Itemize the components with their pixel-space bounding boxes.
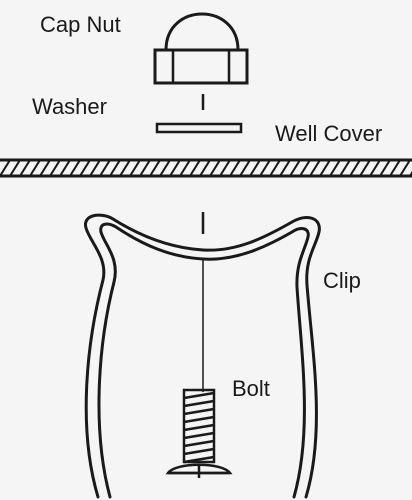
bolt-part — [165, 388, 233, 478]
cap-nut-hex — [153, 48, 249, 85]
clip-label: Clip — [323, 268, 361, 293]
bolt-label: Bolt — [232, 376, 270, 401]
cap-nut-dome — [164, 12, 240, 51]
cap-nut-part — [153, 12, 249, 85]
well-cover-label: Well Cover — [275, 121, 383, 146]
cap-nut-label: Cap Nut — [40, 12, 121, 37]
clip-part — [84, 213, 321, 499]
washer-part — [155, 122, 243, 134]
washer-label: Washer — [32, 94, 107, 119]
well-cover-plate — [0, 158, 412, 178]
